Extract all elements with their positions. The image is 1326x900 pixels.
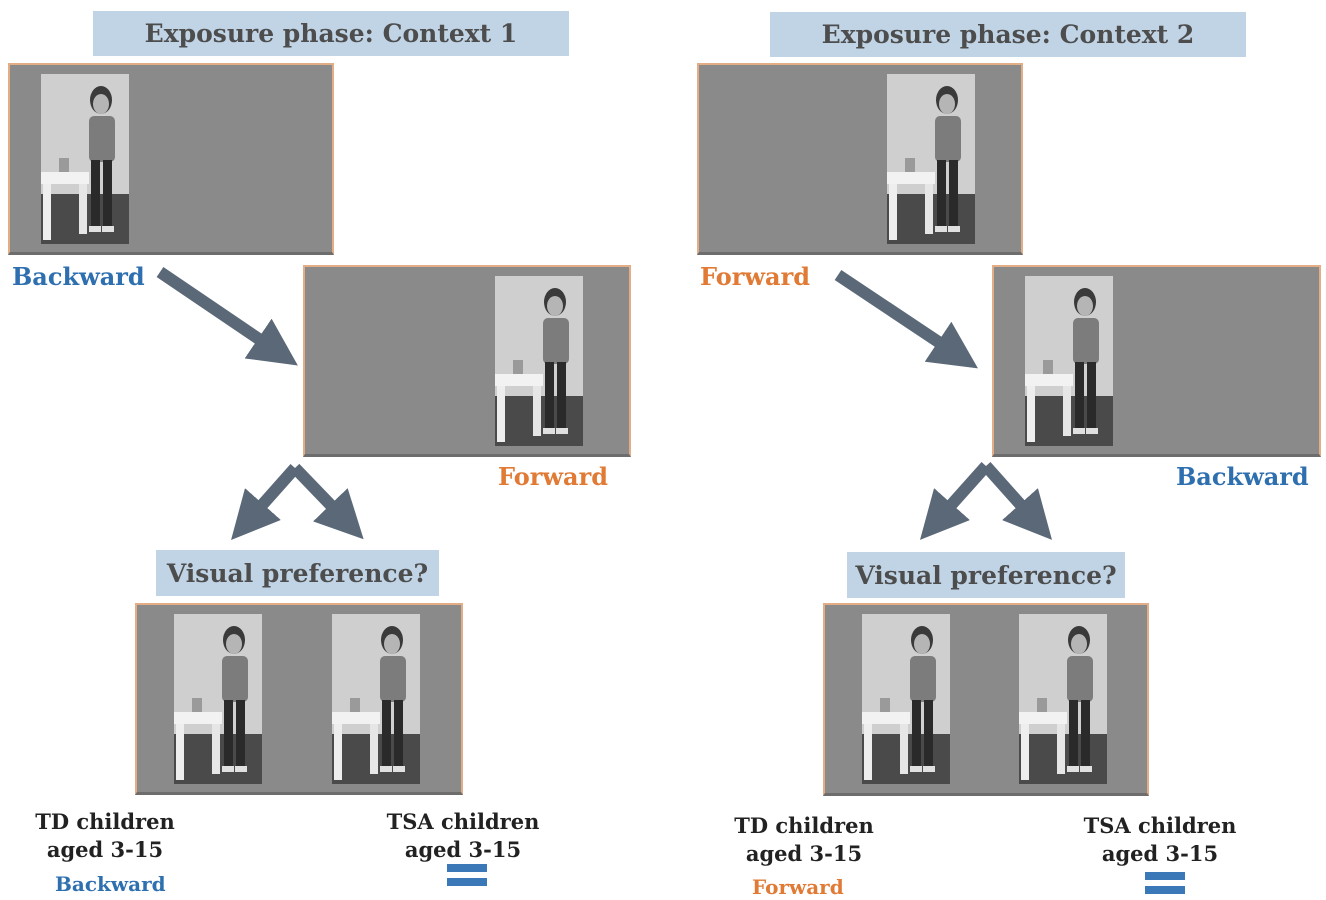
context2-test-screen (823, 603, 1149, 796)
context1-td-result: Backward (55, 872, 166, 896)
arrow-icon (834, 270, 978, 369)
video-frame-image (332, 614, 420, 784)
context2-question-text: Visual preference? (855, 560, 1117, 590)
tsa-group-line1: TSA children (1083, 813, 1237, 838)
context1-tsa-group: TSA children aged 3-15 (363, 808, 563, 864)
context1-question: Visual preference? (156, 550, 439, 596)
arrow-icon (231, 464, 300, 540)
context2-second-direction: Backward (1176, 462, 1309, 491)
td-group-line1: TD children (734, 813, 874, 838)
td-group-line1: TD children (35, 809, 175, 834)
td-group-line2: aged 3-15 (745, 841, 863, 866)
video-frame-image (862, 614, 950, 784)
video-frame-image (1025, 276, 1113, 446)
context2-exposure-screen-2 (992, 265, 1321, 457)
tsa-group-line2: aged 3-15 (1101, 841, 1219, 866)
context1-title-text: Exposure phase: Context 1 (144, 19, 518, 48)
tsa-group-line1: TSA children (386, 809, 540, 834)
context2-td-result: Forward (752, 875, 844, 899)
video-frame-image (1019, 614, 1107, 784)
context1-second-direction: Forward (498, 462, 609, 491)
context2-title-text: Exposure phase: Context 2 (821, 20, 1195, 49)
context1-exposure-screen-2 (303, 265, 631, 457)
context2-first-direction: Forward (700, 262, 811, 291)
context2-tsa-group: TSA children aged 3-15 (1060, 812, 1260, 868)
context2-question: Visual preference? (847, 552, 1125, 598)
context2-td-group: TD children aged 3-15 (704, 812, 904, 868)
video-frame-image (887, 74, 975, 244)
context2-exposure-screen-1 (697, 63, 1023, 255)
video-frame-image (174, 614, 262, 784)
arrow-icon (290, 463, 364, 540)
arrow-icon (981, 462, 1052, 540)
context2-title: Exposure phase: Context 2 (770, 12, 1246, 57)
video-frame-image (41, 74, 129, 244)
context1-question-text: Visual preference? (166, 558, 429, 588)
video-frame-image (495, 276, 583, 446)
equals-icon (1145, 872, 1185, 900)
td-group-line2: aged 3-15 (46, 837, 164, 862)
equals-icon (447, 864, 487, 892)
context1-td-group: TD children aged 3-15 (5, 808, 205, 864)
tsa-group-line2: aged 3-15 (404, 837, 522, 862)
context1-title: Exposure phase: Context 1 (93, 11, 569, 56)
context1-exposure-screen-1 (8, 63, 334, 255)
arrow-icon (920, 462, 991, 540)
context1-first-direction: Backward (12, 262, 145, 291)
context1-test-screen (135, 603, 463, 795)
arrow-icon (156, 267, 298, 366)
